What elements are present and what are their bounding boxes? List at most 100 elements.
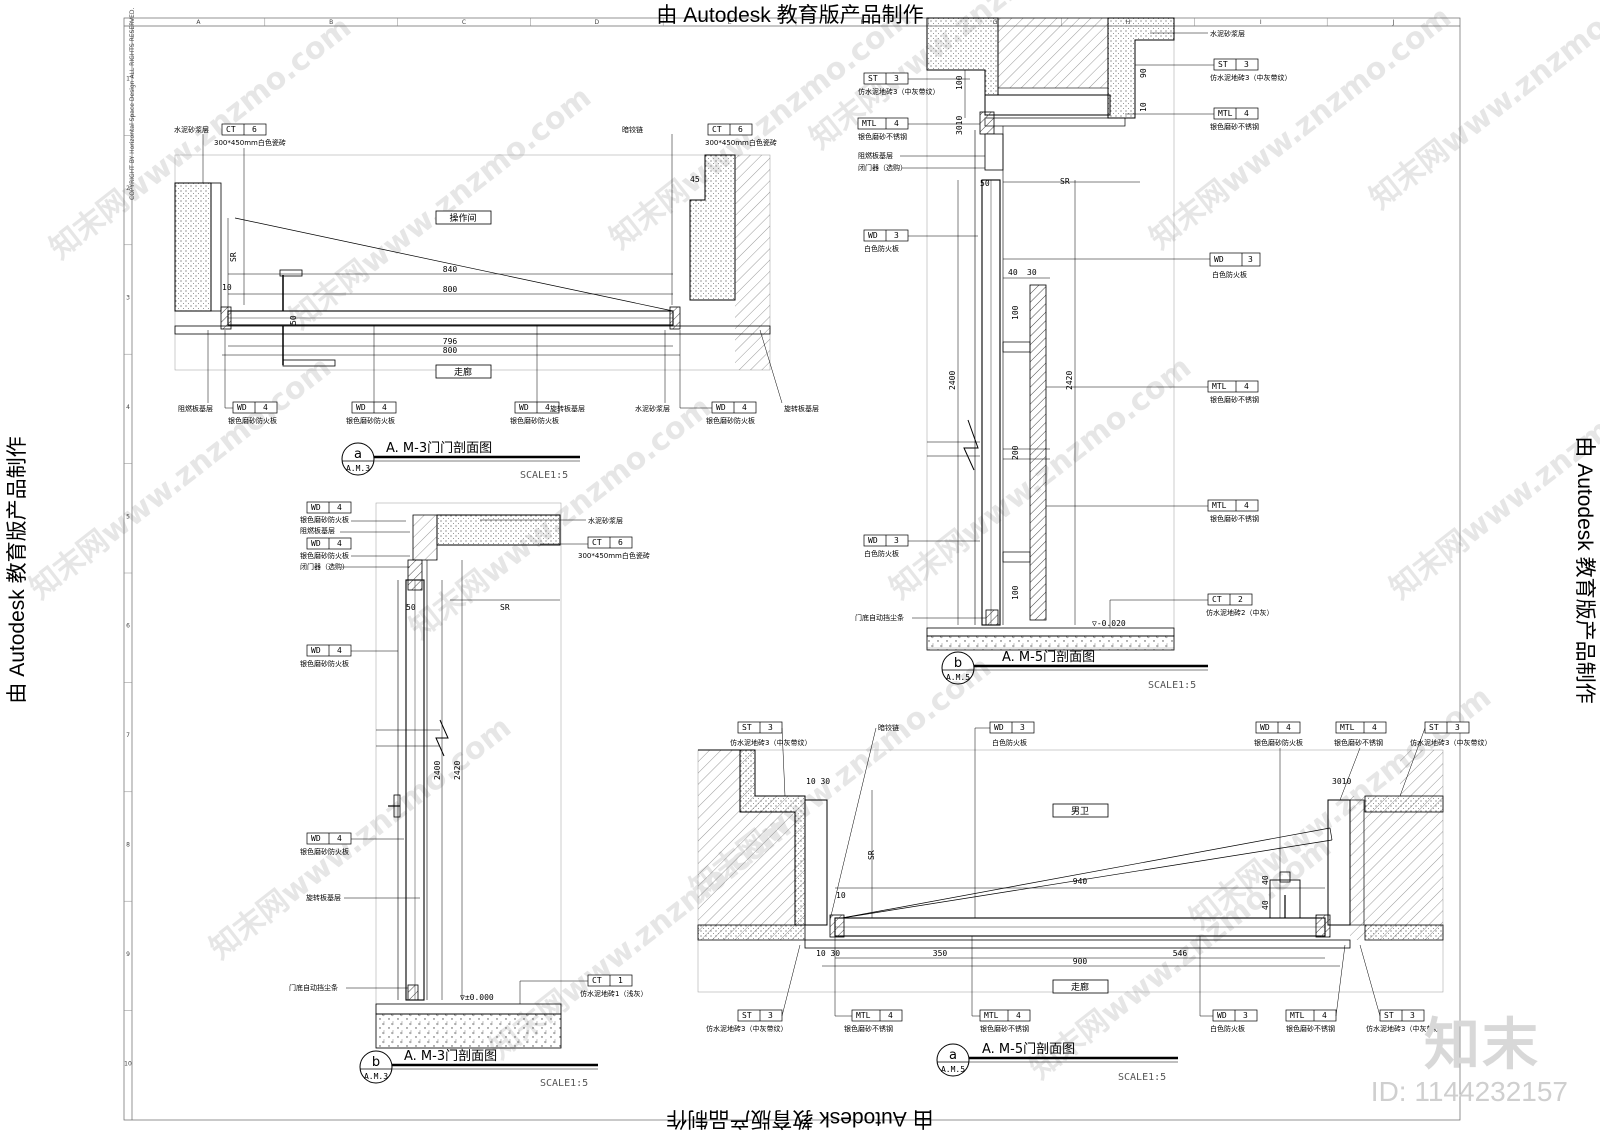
svg-text:仿水泥地砖3（中灰带纹）: 仿水泥地砖3（中灰带纹） (730, 738, 811, 747)
sheet-frame (123, 17, 1461, 1121)
svg-text:4: 4 (1322, 1011, 1327, 1020)
dim-text: 100 (1011, 305, 1020, 320)
dim-text: 100 (1011, 585, 1020, 600)
svg-text:1: 1 (618, 976, 623, 985)
dim-text: 796 (443, 337, 458, 346)
stamp-bottom: 由 Autodesk 教育版产品制作 (666, 1107, 933, 1130)
section-circle-letter: b (954, 656, 962, 671)
room-label-corridor: 走廊 (1071, 981, 1089, 993)
material-tag: CT 6 300*450mm白色瓷砖 (540, 536, 650, 560)
section-circle-letter: b (372, 1055, 380, 1070)
material-tag: WD 3 白色防火板 (1003, 252, 1261, 279)
svg-text:银色磨砂防火板: 银色磨砂防火板 (300, 659, 349, 668)
svg-text:300*450mm白色瓷砖: 300*450mm白色瓷砖 (705, 138, 777, 147)
dim-text: ▽-0.020 (1092, 619, 1126, 628)
scale-label: SCALE1:5 (520, 470, 568, 481)
watermark-text: 知末网www.znzmo.com (1143, 0, 1458, 256)
dim-text: 546 (1173, 949, 1188, 958)
grid-column-label: B (329, 19, 333, 26)
material-tag: CT 6 300*450mm白色瓷砖 (705, 123, 777, 147)
stamp-left: 由 Autodesk 教育版产品制作 (6, 436, 29, 703)
svg-text:MTL: MTL (856, 1011, 871, 1020)
svg-text:WD: WD (716, 403, 726, 412)
dim-text: 3010 (1332, 777, 1351, 786)
dim-text: 50 (406, 603, 416, 612)
svg-text:3: 3 (1243, 1011, 1248, 1020)
material-tag: MTL 4 银色磨砂不锈钢 (857, 117, 980, 141)
svg-text:4: 4 (1244, 109, 1249, 118)
dim-text: 3010 (955, 116, 964, 135)
note-text: 水泥砂浆层 (588, 516, 623, 525)
grid-column-label: E (728, 19, 732, 26)
material-tag: ST 3 仿水泥地砖3（中灰带纹） (858, 72, 970, 96)
svg-text:4: 4 (337, 834, 342, 843)
svg-text:3: 3 (894, 74, 899, 83)
svg-text:WD: WD (237, 403, 247, 412)
svg-text:WD: WD (356, 403, 366, 412)
material-tag: ST 3 仿水泥地砖3（中灰带纹） (1359, 944, 1447, 1033)
svg-text:CT: CT (592, 538, 602, 547)
svg-text:300*450mm白色瓷砖: 300*450mm白色瓷砖 (578, 551, 650, 560)
material-tag: MTL 4 银色磨砂不锈钢 (834, 936, 903, 1033)
drawing-am3-plan: 操作间 走廊 840 800 796 800 SR 10 50 45 CT 6 … (174, 123, 819, 481)
material-tag: WD 4 银色磨砂防火板 (510, 325, 560, 425)
material-tag: MTL 4 银色磨砂不锈钢 (1046, 499, 1259, 523)
dim-text: 30 (1027, 268, 1037, 277)
watermark-text: 知末网www.znzmo.com (23, 350, 338, 607)
note-text: 阻燃板基层 (300, 526, 335, 535)
svg-text:4: 4 (1244, 382, 1249, 391)
dim-text: 2420 (453, 761, 462, 780)
copyright-note: COPYRIGHT BY Horizontal Space Design ALL… (129, 7, 136, 200)
svg-text:3: 3 (1410, 1011, 1415, 1020)
material-tag: CT 6 300*450mm白色瓷砖 (214, 123, 286, 305)
svg-text:4: 4 (263, 403, 268, 412)
svg-text:银色磨砂防火板: 银色磨砂防火板 (510, 416, 559, 425)
svg-text:WD: WD (311, 646, 321, 655)
svg-text:银色磨砂不锈钢: 银色磨砂不锈钢 (844, 1024, 893, 1033)
scale-label: SCALE1:5 (1148, 680, 1196, 691)
material-tag: WD 3 白色防火板 (863, 534, 980, 558)
note-text: 阻燃板基层 (858, 151, 893, 160)
grid-row-label: 5 (126, 513, 130, 520)
svg-text:4: 4 (337, 539, 342, 548)
dim-text: 40 (1261, 875, 1270, 885)
svg-text:3: 3 (768, 723, 773, 732)
dim-text: 50 (289, 315, 298, 325)
material-tag: WD 4 银色磨砂防火板 (679, 330, 757, 425)
svg-text:CT: CT (226, 125, 236, 134)
dim-text: 940 (1073, 877, 1088, 886)
svg-text:WD: WD (994, 723, 1004, 732)
scale-label: SCALE1:5 (540, 1078, 588, 1089)
svg-text:3: 3 (768, 1011, 773, 1020)
dim-text: 840 (443, 265, 458, 274)
drawing-am3-section: 50 SR 2400 2420 ▽±0.000 WD 4 银色磨砂防火板 阻燃板… (289, 501, 650, 1089)
svg-text:3: 3 (894, 536, 899, 545)
grid-column-label: I (1260, 19, 1262, 26)
material-tag: WD 4 银色磨砂防火板 (1254, 721, 1303, 918)
dim-text: 2400 (433, 761, 442, 780)
note-text: 暗铰链 (878, 723, 899, 732)
drawing-am5-section: 100 3010 50 SR 90 10 40 30 100 2400 2420… (855, 17, 1291, 691)
svg-text:仿水泥地砖3（中灰带纹）: 仿水泥地砖3（中灰带纹） (858, 87, 939, 96)
svg-text:4: 4 (1016, 1011, 1021, 1020)
note-text: 水泥砂浆层 (174, 125, 209, 134)
note-text: 旋转板基层 (550, 404, 585, 413)
svg-text:银色磨砂防火板: 银色磨砂防火板 (300, 847, 349, 856)
material-tag: MTL 4 银色磨砂不锈钢 (1125, 107, 1259, 131)
material-tag: ST 3 仿水泥地砖3（中灰带纹） (730, 721, 811, 797)
dim-text: 800 (443, 285, 458, 294)
material-tag: MTL 4 银色磨砂不锈钢 (971, 936, 1031, 1033)
note-text: 门底自动挡尘条 (855, 613, 904, 622)
brand-logo: 知末 (1424, 1013, 1540, 1078)
svg-text:银色磨砂防火板: 银色磨砂防火板 (706, 416, 755, 425)
svg-text:6: 6 (738, 125, 743, 134)
svg-text:ST: ST (1429, 723, 1439, 732)
watermark-text: 知末网www.znzmo.com (283, 80, 598, 337)
dim-text: 90 (1139, 68, 1148, 78)
svg-text:仿水泥地砖2（中灰）: 仿水泥地砖2（中灰） (1206, 608, 1273, 617)
section-circle-ref: A.M.5 (941, 1065, 965, 1074)
material-tag: ST 3 仿水泥地砖3（中灰带纹） (1135, 58, 1291, 82)
svg-text:3: 3 (1455, 723, 1460, 732)
material-tag: MTL 4 银色磨砂不锈钢 (1285, 944, 1346, 1033)
